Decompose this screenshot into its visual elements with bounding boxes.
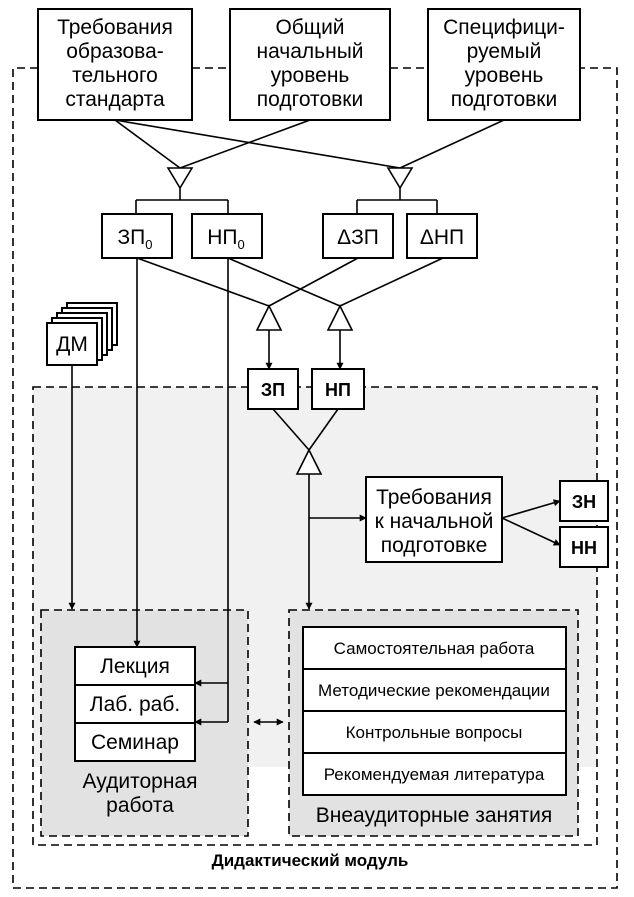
merge-triangle-np xyxy=(326,304,354,331)
specific-line-4: подготовки xyxy=(451,88,557,111)
level-connectors xyxy=(135,188,438,214)
requirements-line-3: подготовке xyxy=(381,534,488,557)
specific-level-box: Специфици- руемый уровень подготовки xyxy=(427,8,581,121)
combiner-triangle-left xyxy=(166,167,194,190)
lab-item: Лаб. раб. xyxy=(90,693,180,716)
combiner-triangle-right xyxy=(386,167,414,190)
zn-box: ЗН xyxy=(559,480,609,522)
standard-line-4: стандарта xyxy=(65,88,165,111)
standard-requirements-box: Требования образова- тельного стандарта xyxy=(37,8,193,121)
nn-label: НН xyxy=(571,538,597,558)
classroom-caption-line-1: Аудиторная xyxy=(83,770,198,793)
dm-stack-icon: ДМ xyxy=(46,302,118,366)
np0-label: НП0 xyxy=(207,226,245,252)
delta-zp-box: ΔЗП xyxy=(322,213,394,259)
zp0-box: ЗП0 xyxy=(101,213,173,259)
classroom-list: Лекция Лаб. раб. Семинар xyxy=(74,646,196,762)
delta-np-label: ΔНП xyxy=(420,226,464,249)
arrow-to-nn xyxy=(501,517,561,546)
specific-line-1: Специфици- xyxy=(443,16,565,39)
extracurricular-caption: Внеаудиторные занятия xyxy=(316,804,552,827)
general-line-4: подготовки xyxy=(257,88,363,111)
cross-connectors xyxy=(136,257,444,307)
delta-zp-label: ΔЗП xyxy=(337,226,379,249)
nn-box: НН xyxy=(559,526,609,568)
zp0-label: ЗП0 xyxy=(117,226,152,252)
zp-box: ЗП xyxy=(247,368,299,410)
requirements-line-2: к начальной xyxy=(375,510,494,533)
delta-np-box: ΔНП xyxy=(406,213,478,259)
standard-line-2: образова- xyxy=(66,40,164,63)
np-label: НП xyxy=(325,380,351,400)
zn-label: ЗН xyxy=(572,492,596,512)
dm-label: ДМ xyxy=(56,333,88,356)
zp-to-triangle xyxy=(272,408,310,451)
lecture-item: Лекция xyxy=(100,655,170,678)
recommended-literature-item: Рекомендуемая литература xyxy=(324,765,545,784)
np-box: НП xyxy=(311,368,365,410)
initial-requirements-box: Требования к начальной подготовке xyxy=(365,476,503,563)
control-questions-item: Контрольные вопросы xyxy=(346,723,523,742)
independent-work-item: Самостоятельная работа xyxy=(334,639,535,658)
classroom-caption-line-2: работа xyxy=(106,794,174,817)
top-connectors xyxy=(114,119,505,169)
standard-line-3: тельного xyxy=(72,64,158,87)
np0-box: НП0 xyxy=(191,213,263,259)
seminar-item: Семинар xyxy=(91,731,179,754)
general-line-1: Общий xyxy=(275,16,344,39)
merge-triangle-zp xyxy=(255,304,283,331)
specific-line-2: руемый xyxy=(467,40,542,63)
zp-label: ЗП xyxy=(261,380,285,400)
requirements-line-1: Требования xyxy=(376,486,492,509)
guidelines-item: Методические рекомендации xyxy=(318,681,550,700)
arrow-to-zn xyxy=(501,499,561,519)
module-frame xyxy=(12,67,618,889)
standard-line-1: Требования xyxy=(57,16,173,39)
classroom-frame xyxy=(40,609,249,837)
specific-line-3: уровень xyxy=(465,64,544,87)
np-to-triangle xyxy=(308,408,339,451)
extracurricular-frame xyxy=(288,609,579,837)
inner-module-frame xyxy=(32,386,598,846)
module-title: Дидактический модуль xyxy=(212,851,409,870)
extracurricular-list: Самостоятельная работа Методические реко… xyxy=(302,626,567,796)
general-level-box: Общий начальный уровень подготовки xyxy=(229,8,391,121)
general-line-3: уровень xyxy=(271,64,350,87)
general-line-2: начальный xyxy=(256,40,363,63)
